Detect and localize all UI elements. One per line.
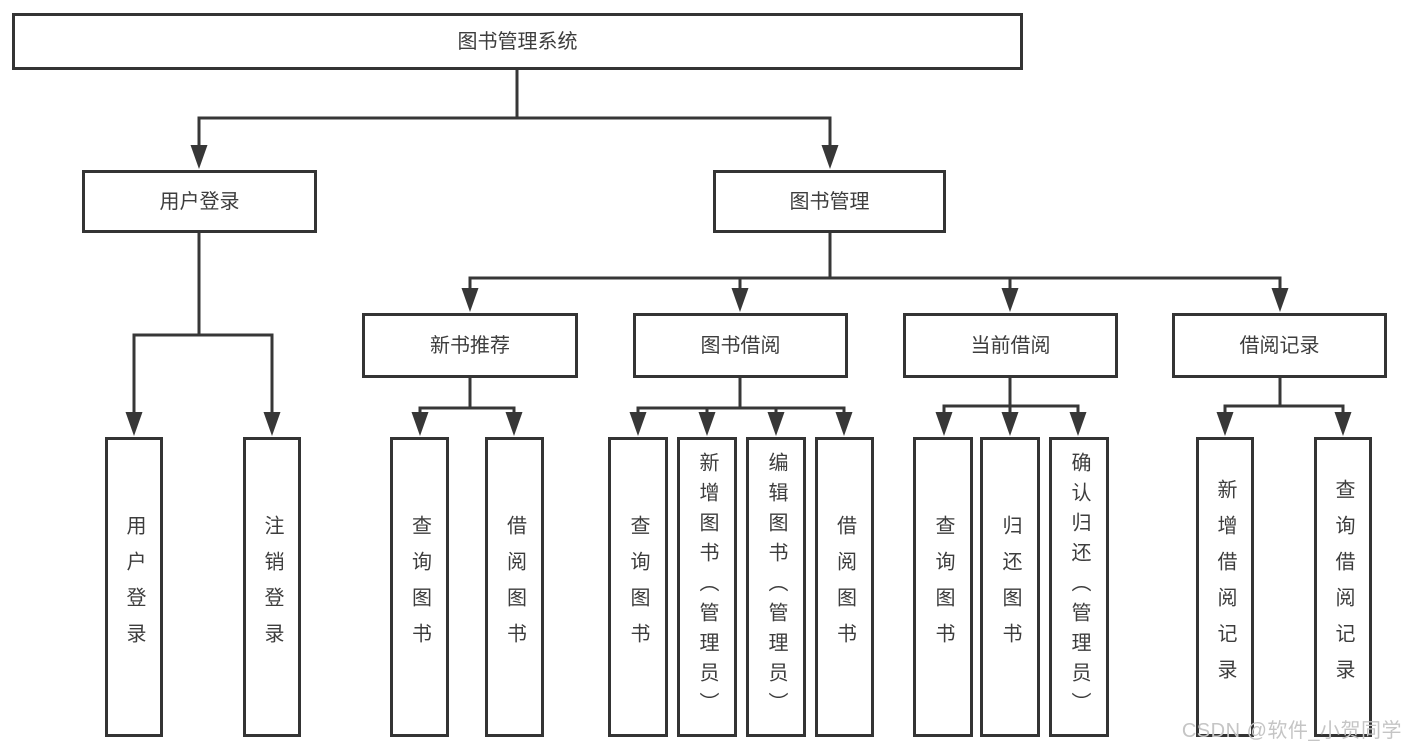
node-logout-leaf: 注销登录 <box>243 437 301 737</box>
node-system-root: 图书管理系统 <box>12 13 1023 70</box>
node-borrow-books-1: 借阅图书 <box>485 437 544 737</box>
node-label: 借阅图书 <box>833 515 856 659</box>
node-user-login: 用户登录 <box>82 170 317 233</box>
node-label: 确认归还（管理员） <box>1068 452 1090 722</box>
node-query-books-2: 查询图书 <box>608 437 668 737</box>
node-label: 借阅记录 <box>1239 334 1320 357</box>
node-add-books-admin: 新增图书（管理员） <box>677 437 737 737</box>
node-edit-books-admin: 编辑图书（管理员） <box>746 437 806 737</box>
node-add-borrow-record: 新增借阅记录 <box>1196 437 1254 737</box>
node-query-borrow-record: 查询借阅记录 <box>1314 437 1372 737</box>
node-label: 图书借阅 <box>700 334 781 357</box>
node-label: 新增图书（管理员） <box>696 452 718 722</box>
node-return-books: 归还图书 <box>980 437 1040 737</box>
node-label: 图书管理系统 <box>457 30 578 53</box>
node-label: 查询图书 <box>408 515 431 659</box>
node-query-books-1: 查询图书 <box>390 437 449 737</box>
node-label: 借阅图书 <box>503 515 526 659</box>
node-label: 用户登录 <box>159 190 240 213</box>
node-label: 归还图书 <box>999 515 1021 659</box>
node-label: 新书推荐 <box>430 334 510 357</box>
node-user-login-leaf: 用户登录 <box>105 437 163 737</box>
node-label: 查询图书 <box>932 515 954 659</box>
node-borrowing-records: 借阅记录 <box>1172 313 1387 378</box>
node-label: 图书管理 <box>789 190 870 213</box>
node-query-books-3: 查询图书 <box>913 437 973 737</box>
node-label: 查询借阅记录 <box>1332 479 1354 695</box>
node-current-borrowing: 当前借阅 <box>903 313 1118 378</box>
node-book-management: 图书管理 <box>713 170 946 233</box>
node-new-book-recommend: 新书推荐 <box>362 313 578 378</box>
node-label: 新增借阅记录 <box>1214 479 1236 695</box>
node-label: 用户登录 <box>123 515 145 659</box>
node-label: 注销登录 <box>261 515 283 659</box>
node-confirm-return-admin: 确认归还（管理员） <box>1049 437 1109 737</box>
node-book-borrowing: 图书借阅 <box>633 313 848 378</box>
node-label: 查询图书 <box>627 515 649 659</box>
node-label: 编辑图书（管理员） <box>765 452 787 722</box>
node-borrow-books-2: 借阅图书 <box>815 437 874 737</box>
node-label: 当前借阅 <box>970 334 1051 357</box>
watermark: CSDN @软件_小贺同学 <box>1181 720 1402 742</box>
